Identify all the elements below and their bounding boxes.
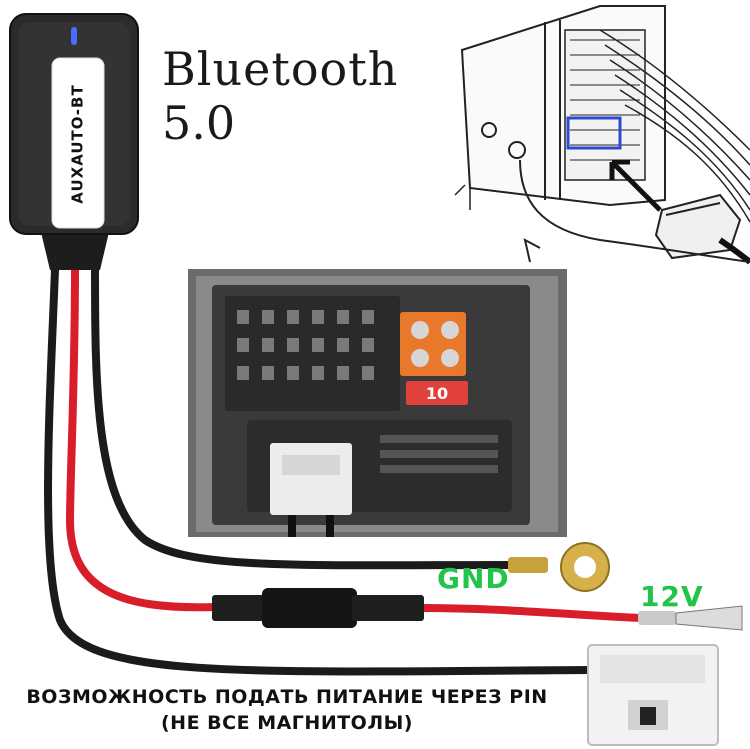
caption-line-2: (НЕ ВСЕ МАГНИТОЛЫ) [161,712,413,734]
white-plug [270,443,352,515]
caption-line-1: ВОЗМОЖНОСТЬ ПОДАТЬ ПИТАНИЕ ЧЕРЕЗ PIN [26,686,548,708]
bluetooth-module [9,13,139,270]
fuse [406,381,468,405]
ring-terminal [508,542,610,592]
power-label: 12V [640,580,704,613]
fuse-value: 10 [426,384,448,403]
product-version: 5.0 [162,96,236,150]
orange-connector [400,312,466,376]
wires [44,261,644,676]
aux-connector [587,644,719,746]
product-title: Bluetooth [162,42,399,96]
brand-label-text: AUXAUTO-BT [69,84,87,204]
head-unit-diagram [454,5,750,265]
pin-terminal [638,605,743,631]
gnd-label: GND [437,562,510,595]
inline-fuse-holder [212,588,424,628]
connector-photo [188,269,567,537]
led-indicator [71,27,77,45]
brand-label: AUXAUTO-BT [56,70,100,218]
